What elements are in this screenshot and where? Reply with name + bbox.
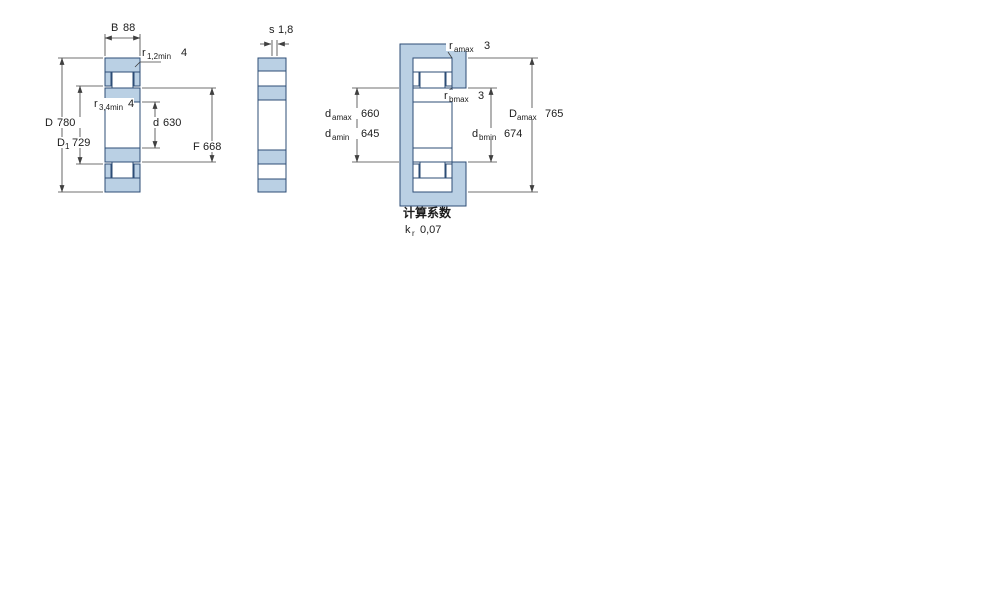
outer-ring-top-section bbox=[104, 57, 141, 73]
dim-ramax-sub: amax bbox=[454, 45, 474, 54]
ghost-outer-ring-bottom bbox=[412, 177, 453, 193]
roller-bottom-section bbox=[111, 161, 134, 179]
dim-D1-label: D bbox=[57, 137, 65, 149]
dim-D-value: 780 bbox=[57, 117, 75, 129]
ghost-flange-bottom-left bbox=[412, 163, 420, 179]
factor-kr-label: k bbox=[405, 224, 411, 236]
side-view-inner-ring-top bbox=[257, 85, 287, 101]
side-view-outer-ring-top bbox=[257, 57, 287, 72]
halo-Damax bbox=[506, 108, 568, 119]
halo-r34min bbox=[92, 98, 134, 109]
dim-B-label: B bbox=[111, 22, 118, 34]
leader-ramax bbox=[447, 51, 453, 59]
mounting-dimensions-figure bbox=[399, 43, 467, 207]
dim-Damax-sub: amax bbox=[517, 113, 537, 122]
dim-r12min-sub: 1,2min bbox=[147, 52, 171, 61]
roller-top-section bbox=[111, 71, 134, 89]
dim-D-label: D bbox=[45, 117, 53, 129]
dim-r34min-label: r bbox=[94, 98, 98, 110]
side-view-outline bbox=[257, 57, 287, 193]
bearing-side-view-figure bbox=[257, 57, 287, 193]
halo-dbmin bbox=[469, 128, 527, 139]
ghost-roller-bottom bbox=[419, 161, 446, 179]
dim-d-label: d bbox=[153, 117, 159, 129]
dim-F-value: 668 bbox=[203, 141, 221, 153]
dim-s-value: 1,8 bbox=[278, 24, 293, 36]
dim-damin-value: 645 bbox=[361, 128, 379, 140]
side-view-inner-ring-bottom bbox=[257, 149, 287, 165]
ghost-flange-top-left bbox=[412, 71, 420, 87]
dimension-labels: B 88 r 1,2min 4 r 3,4min 4 D 780 D 1 729… bbox=[45, 22, 563, 153]
bearing-cross-section-figure bbox=[104, 57, 141, 193]
outer-ring-flange-top-left bbox=[104, 71, 112, 87]
calculation-factors-heading: 计算系数 bbox=[403, 205, 452, 220]
dim-d-value: 630 bbox=[163, 117, 181, 129]
halo-F bbox=[191, 141, 227, 152]
dim-rbmax-label: r bbox=[444, 90, 448, 102]
dim-ramax-value: 3 bbox=[484, 40, 490, 52]
dim-damin-sub: amin bbox=[332, 133, 349, 142]
outer-ring-bottom-section bbox=[104, 177, 141, 193]
dim-dbmin-label: d bbox=[472, 128, 478, 140]
dim-rbmax-sub: bmax bbox=[449, 95, 469, 104]
dim-Damax-label: D bbox=[509, 108, 517, 120]
halo-rbmax bbox=[442, 90, 484, 101]
outer-ring-flange-bottom-right bbox=[133, 163, 141, 179]
dim-B-value: 88 bbox=[123, 22, 135, 34]
dim-dbmin-value: 674 bbox=[504, 128, 522, 140]
dim-dbmin-sub: bmin bbox=[479, 133, 496, 142]
dim-s-label: s bbox=[269, 24, 275, 36]
calculation-factors: 计算系数 k r 0,07 bbox=[403, 205, 452, 238]
halo-damin bbox=[322, 128, 384, 139]
dim-Damax-value: 765 bbox=[545, 108, 563, 120]
halo-ramax bbox=[446, 40, 490, 51]
dim-F-label: F bbox=[193, 141, 200, 153]
factor-kr-sub: r bbox=[412, 229, 415, 238]
dim-ramax-label: r bbox=[449, 40, 453, 52]
ghost-flange-bottom-right bbox=[445, 163, 453, 179]
halo-D1 bbox=[55, 137, 97, 148]
dim-D1-sub: 1 bbox=[65, 142, 70, 151]
dim-rbmax-value: 3 bbox=[478, 90, 484, 102]
dim-r12min-value: 4 bbox=[181, 47, 187, 59]
side-view-outer-ring-bottom bbox=[257, 178, 287, 193]
inner-ring-bottom-section bbox=[104, 147, 141, 163]
dim-damax-label: d bbox=[325, 108, 331, 120]
dim-damax-sub: amax bbox=[332, 113, 352, 122]
ghost-flange-top-right bbox=[445, 71, 453, 87]
leader-r12min bbox=[134, 61, 141, 68]
ghost-inner-ring-bottom bbox=[412, 147, 453, 163]
label-halos bbox=[43, 40, 568, 152]
halo-d bbox=[150, 117, 184, 128]
dim-D1-value: 729 bbox=[72, 137, 90, 149]
outer-ring-flange-top-right bbox=[133, 71, 141, 87]
dim-r34min-value: 4 bbox=[128, 98, 134, 110]
dim-r12min-label: r bbox=[142, 47, 146, 59]
halo-D bbox=[43, 117, 89, 128]
factor-kr-value: 0,07 bbox=[420, 224, 441, 236]
dim-damin-label: d bbox=[325, 128, 331, 140]
ghost-roller-top bbox=[419, 71, 446, 89]
outer-ring-flange-bottom-left bbox=[104, 163, 112, 179]
dim-damax-value: 660 bbox=[361, 108, 379, 120]
dim-r34min-sub: 3,4min bbox=[99, 103, 123, 112]
halo-damax bbox=[322, 108, 384, 119]
ghost-outer-ring-top bbox=[412, 57, 453, 73]
